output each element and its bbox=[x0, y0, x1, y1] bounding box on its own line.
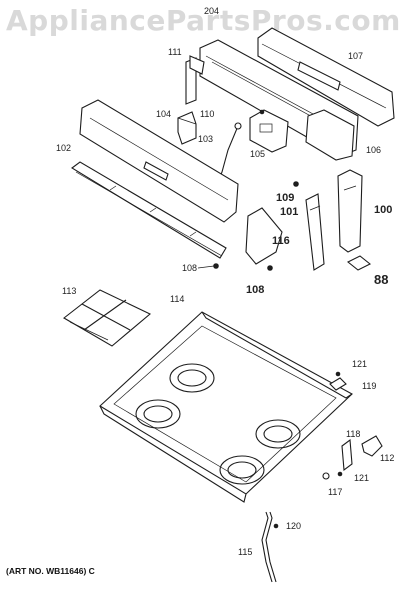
leader-108a bbox=[197, 265, 215, 269]
burner-rear-right bbox=[255, 419, 301, 449]
watermark: AppliancePartsPros.com bbox=[6, 4, 401, 37]
part-109-screw bbox=[293, 181, 299, 187]
label-110: 110 bbox=[200, 109, 215, 119]
part-111 bbox=[185, 55, 205, 105]
part-88 bbox=[346, 255, 372, 271]
label-119: 119 bbox=[362, 381, 377, 391]
label-116: 116 bbox=[272, 235, 290, 247]
part-104-manifold-panel bbox=[79, 99, 239, 223]
label-121-a: 121 bbox=[352, 359, 368, 369]
part-105-module bbox=[249, 109, 289, 153]
label-121-b: 121 bbox=[354, 473, 370, 483]
art-number: (ART NO. WB11646) C bbox=[6, 566, 95, 576]
label-105: 105 bbox=[250, 149, 266, 159]
label-107: 107 bbox=[348, 51, 364, 61]
label-103: 103 bbox=[198, 134, 214, 144]
part-113-grate bbox=[63, 289, 152, 347]
part-103-end bbox=[234, 122, 242, 130]
part-118 bbox=[341, 438, 353, 472]
burner-front-right bbox=[219, 455, 265, 485]
label-109: 109 bbox=[276, 192, 295, 204]
label-101: 101 bbox=[280, 206, 299, 218]
label-108-b: 108 bbox=[246, 284, 265, 296]
part-121-screw-a bbox=[335, 371, 341, 377]
part-106 bbox=[305, 109, 355, 161]
label-117: 117 bbox=[328, 487, 343, 497]
label-118: 118 bbox=[346, 429, 361, 439]
label-113: 113 bbox=[62, 286, 77, 296]
part-100 bbox=[337, 169, 363, 253]
label-115: 115 bbox=[238, 547, 253, 557]
part-120 bbox=[273, 523, 279, 529]
label-106: 106 bbox=[366, 145, 382, 155]
part-117 bbox=[322, 472, 330, 480]
part-102-rail bbox=[71, 161, 227, 259]
label-100: 100 bbox=[374, 204, 393, 216]
label-88: 88 bbox=[374, 272, 389, 287]
part-107-panel bbox=[257, 27, 395, 127]
label-108-a: 108 bbox=[182, 263, 198, 273]
part-114-cooktop bbox=[99, 311, 353, 503]
part-112 bbox=[361, 435, 383, 457]
part-101 bbox=[305, 193, 325, 271]
part-115-rod bbox=[261, 511, 277, 583]
label-114: 114 bbox=[170, 294, 185, 304]
label-112: 112 bbox=[380, 453, 395, 463]
label-120: 120 bbox=[286, 521, 302, 531]
part-110 bbox=[177, 111, 197, 145]
label-102: 102 bbox=[56, 143, 72, 153]
part-108-screw-b bbox=[267, 265, 273, 271]
label-111: 111 bbox=[168, 47, 182, 57]
burner-rear-left bbox=[169, 363, 215, 393]
label-104: 104 bbox=[156, 109, 172, 119]
part-119 bbox=[329, 377, 347, 391]
part-108-screw-a bbox=[213, 263, 219, 269]
label-204: 204 bbox=[204, 6, 220, 16]
burner-front-left bbox=[135, 399, 181, 429]
part-116 bbox=[245, 207, 283, 265]
part-121-screw-b bbox=[337, 471, 343, 477]
